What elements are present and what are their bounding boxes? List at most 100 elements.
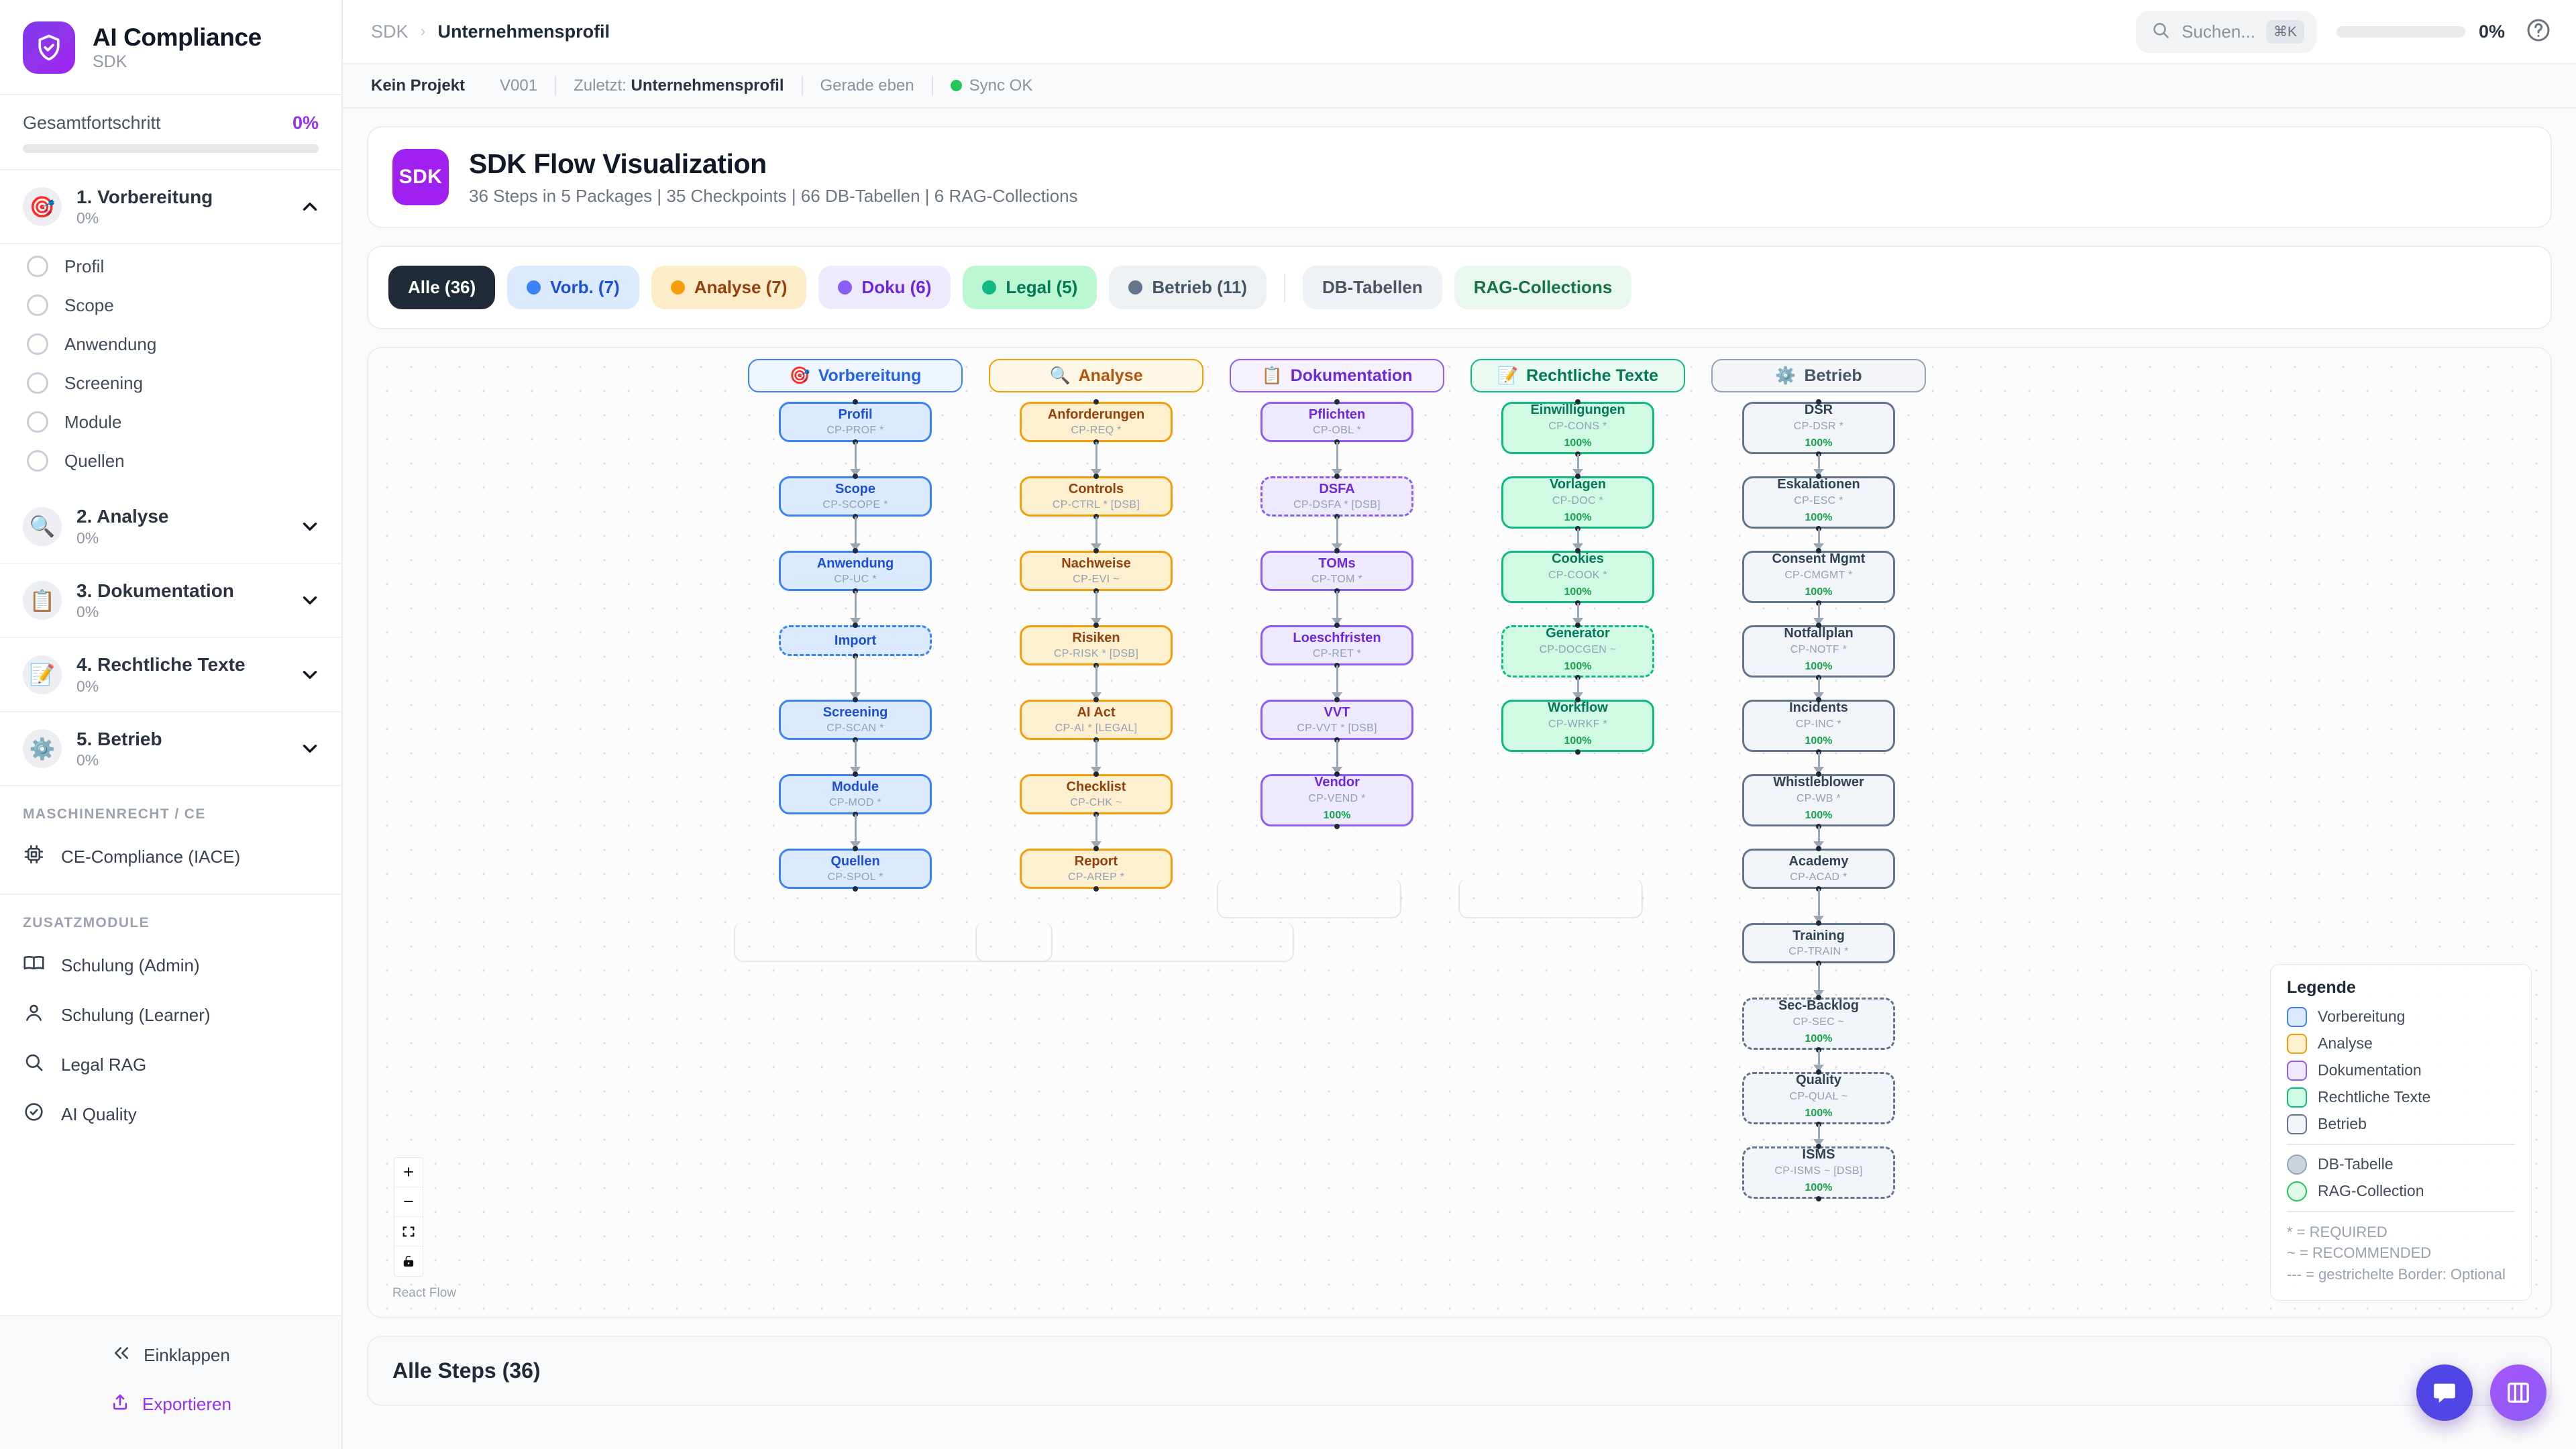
chevron-down-icon[interactable] (299, 515, 321, 538)
flow-node-handle[interactable] (1816, 920, 1821, 926)
flow-node-handle[interactable] (1093, 846, 1099, 852)
flow-node-handle[interactable] (1334, 771, 1340, 777)
sidebar-item-ai-quality[interactable]: AI Quality (0, 1089, 341, 1139)
sidebar-item-anwendung[interactable]: Anwendung (0, 325, 341, 364)
flow-node-handle[interactable] (1093, 548, 1099, 554)
flow-node-handle[interactable] (1093, 623, 1099, 629)
filter-rag-collections[interactable]: RAG-Collections (1454, 266, 1632, 310)
zoom-out-button[interactable]: − (394, 1187, 423, 1218)
sidebar-phase-betrieb[interactable]: ⚙️ 5. Betrieb 0% (0, 712, 341, 787)
sidebar-item-quellen[interactable]: Quellen (0, 441, 341, 480)
search-input[interactable]: Suchen... ⌘K (2136, 10, 2316, 53)
sidebar-phase-rechtliche-texte[interactable]: 📝 4. Rechtliche Texte 0% (0, 638, 341, 712)
flow-node-handle[interactable] (1816, 1069, 1821, 1075)
zoom-in-button[interactable]: + (394, 1158, 423, 1188)
flow-node-handle[interactable] (1575, 474, 1580, 480)
flow-node-handle[interactable] (1816, 623, 1821, 629)
flow-node-handle[interactable] (1816, 474, 1821, 480)
flow-node-handle[interactable] (853, 548, 858, 554)
flow-node-handle[interactable] (1575, 548, 1580, 554)
panels-icon[interactable] (2490, 1364, 2546, 1421)
flow-node-handle[interactable] (853, 474, 858, 480)
sidebar-phase-vorbereitung[interactable]: 🎯 1. Vorbereitung 0% (0, 170, 341, 245)
chevron-up-icon[interactable] (299, 195, 321, 218)
flow-node-handle[interactable] (853, 697, 858, 703)
sidebar-item-module[interactable]: Module (0, 402, 341, 441)
flow-node-handle[interactable] (1575, 623, 1580, 629)
question-circle-icon[interactable] (2525, 17, 2552, 47)
filter-vorbereitung[interactable]: Vorb. (7) (507, 266, 639, 310)
chevron-down-icon[interactable] (299, 663, 321, 686)
flow-node-handle[interactable] (853, 771, 858, 777)
flow-node-handle[interactable] (853, 886, 858, 892)
flow-node-handle[interactable] (1093, 474, 1099, 480)
fit-view-icon[interactable] (394, 1217, 423, 1247)
flow-node-handle[interactable] (1093, 697, 1099, 703)
flow-node-handle[interactable] (1575, 697, 1580, 703)
filter-doku[interactable]: Doku (6) (818, 266, 951, 310)
flow-node-handle[interactable] (1575, 749, 1580, 755)
flow-node-handle[interactable] (1816, 1144, 1821, 1150)
sidebar-item-screening[interactable]: Screening (0, 364, 341, 402)
breadcrumb-root[interactable]: SDK (371, 21, 409, 42)
filter-db-tabellen[interactable]: DB-Tabellen (1302, 266, 1442, 310)
flow-node-handle[interactable] (1093, 886, 1099, 892)
flow-node-import[interactable]: Import (779, 625, 932, 657)
flow-node-handle[interactable] (1816, 399, 1821, 405)
sidebar-item-legal-rag[interactable]: Legal RAG (0, 1040, 341, 1089)
sidebar-item-scope[interactable]: Scope (0, 286, 341, 325)
export-button[interactable]: Exportieren (0, 1380, 341, 1429)
flow-node-handle[interactable] (1334, 623, 1340, 629)
flow-node-handle[interactable] (1816, 995, 1821, 1001)
flow-node-handle[interactable] (853, 399, 858, 405)
filter-analyse[interactable]: Analyse (7) (651, 266, 807, 310)
sidebar-phase-dokumentation[interactable]: 📋 3. Dokumentation 0% (0, 564, 341, 639)
flow-node-handle[interactable] (853, 846, 858, 852)
flow-zoom-controls[interactable]: + − (394, 1157, 423, 1277)
collapse-sidebar-button[interactable]: Einklappen (0, 1331, 341, 1380)
flow-node-handle[interactable] (853, 623, 858, 629)
sidebar-item-profil[interactable]: Profil (0, 247, 341, 286)
flow-node-handle[interactable] (1575, 399, 1580, 405)
filter-legal[interactable]: Legal (5) (963, 266, 1097, 310)
flow-node-handle[interactable] (1093, 771, 1099, 777)
sidebar-phase-analyse[interactable]: 🔍 2. Analyse 0% (0, 490, 341, 564)
sidebar-item-schulung-learner[interactable]: Schulung (Learner) (0, 990, 341, 1040)
react-flow-attribution[interactable]: React Flow (392, 1286, 457, 1301)
chevron-down-icon[interactable] (299, 589, 321, 612)
chat-bubble-icon[interactable] (2416, 1364, 2473, 1421)
flow-node-handle[interactable] (1334, 824, 1340, 830)
flow-node-handle[interactable] (1816, 1196, 1821, 1202)
brand-header[interactable]: AI Compliance SDK (0, 0, 341, 95)
flow-node-handle[interactable] (1334, 474, 1340, 480)
flow-node-handle[interactable] (1816, 771, 1821, 777)
flow-node-handle[interactable] (1334, 399, 1340, 405)
